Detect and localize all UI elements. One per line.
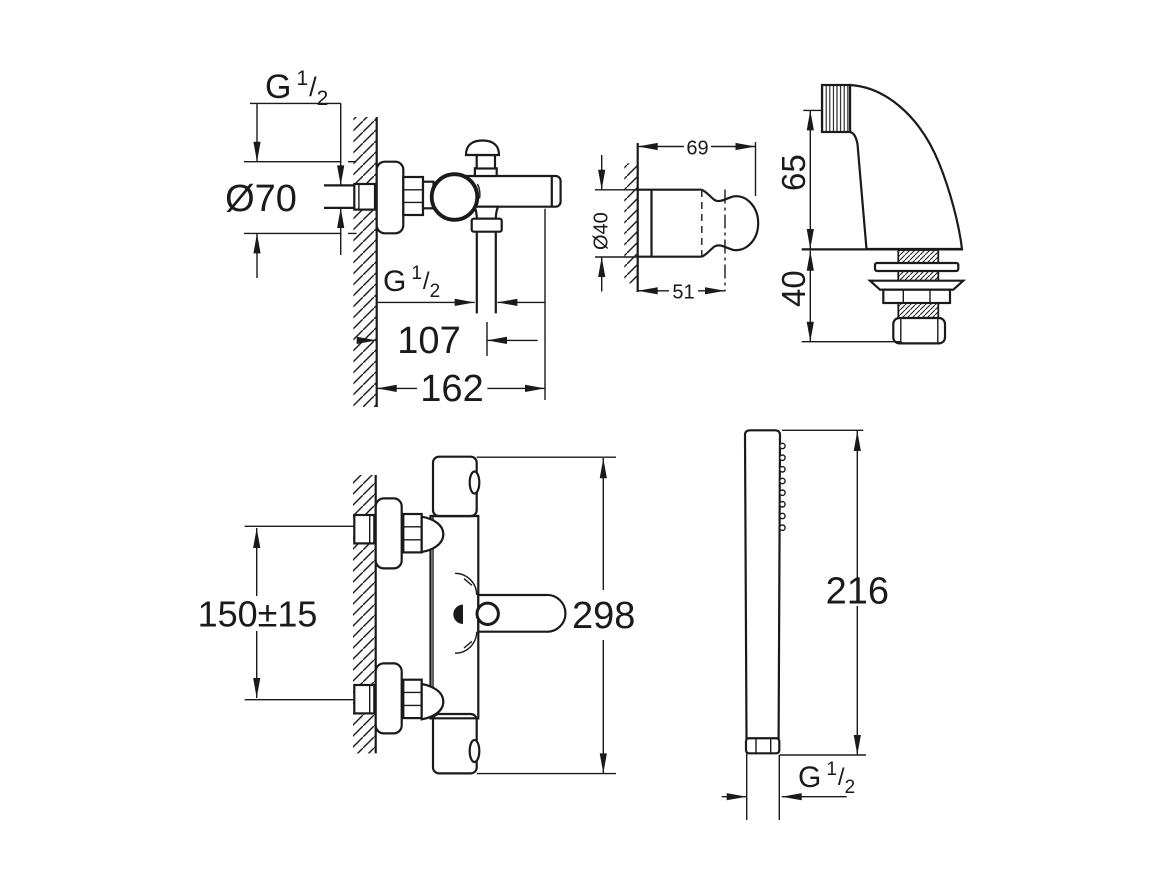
wall-hatching: [624, 163, 638, 284]
connection-centers-dimension: 150±15: [198, 594, 318, 635]
holder-diameter-label: Ø40: [591, 212, 613, 250]
diverter-cap: [464, 139, 501, 157]
dimension-lines: [721, 429, 866, 820]
escutcheon-diameter-label: Ø70: [225, 178, 297, 220]
spray-nozzle-dots: [779, 442, 786, 532]
bath-spout: [477, 593, 567, 633]
lower-hex-nut: [402, 678, 423, 720]
control-knob: [429, 172, 480, 222]
upper-supply-square: [353, 513, 376, 545]
supply-square-nut: [353, 182, 377, 211]
view-deck-union: 65 40: [775, 83, 967, 345]
supply-pipe-stub: [324, 184, 355, 209]
holder-knob-profile: [701, 188, 760, 258]
mounting-hex-nut: [892, 316, 947, 345]
hose-thread-nozzle: [820, 83, 852, 134]
upper-union-cone: [420, 515, 445, 554]
spout-root-fillets: [454, 572, 478, 654]
hose-nut: [470, 217, 503, 233]
knob-blend-arc: [476, 183, 481, 199]
union-hex-facets: [403, 189, 423, 204]
base-flange: [867, 279, 967, 291]
upper-hex-facets: [403, 526, 422, 541]
connector-hex-facets: [755, 738, 772, 754]
dimension-lines: [244, 456, 616, 775]
hand-shower-handle: [743, 429, 782, 740]
dimension-lines: [595, 142, 757, 292]
wall-hatching: [353, 475, 376, 754]
washer: [873, 261, 960, 273]
outlet-slot: [453, 604, 463, 624]
union-hex-nut: [402, 175, 425, 217]
view-shower-holder: 69 Ø40 51: [591, 138, 760, 304]
flange-hex-facets: [902, 289, 931, 303]
diverter-ring: [475, 601, 500, 626]
eco-stop-button: [468, 738, 481, 764]
lower-escutcheon: [374, 662, 403, 735]
connector-hex-nut: [744, 737, 781, 755]
lower-hex-facets: [403, 691, 422, 707]
union-body: [848, 83, 964, 251]
shower-hose: [475, 231, 497, 314]
wall-hatching: [353, 117, 377, 407]
shower-outlet-stub: [473, 205, 500, 220]
holder-length-dimension: 51: [672, 282, 694, 304]
handle-joint-lines: [430, 514, 479, 720]
upper-hex-nut: [402, 512, 423, 554]
dimension-lines: [801, 109, 902, 343]
below-deck-dimension: 40: [775, 270, 812, 307]
dimension-arrows: [598, 142, 756, 295]
wall-to-spout-dimension: 162: [420, 368, 483, 410]
safety-stop-button: [468, 470, 481, 495]
holder-depth-dimension: 69: [686, 138, 708, 160]
dimension-lines: [244, 102, 546, 400]
holder-body: [637, 188, 702, 258]
escutcheon-plate: [375, 160, 405, 235]
wall-to-hose-dimension: 107: [397, 320, 460, 362]
flange-hex-band: [882, 288, 952, 305]
upper-escutcheon: [374, 497, 403, 570]
shower-length-dimension: 216: [826, 571, 889, 613]
overall-height-dimension: 298: [572, 595, 635, 637]
view-thermostat-front: 150±15 298: [198, 455, 635, 775]
diverter-stem: [475, 153, 497, 170]
height-above-deck-dimension: 65: [775, 154, 812, 191]
lower-union-cone: [420, 682, 445, 721]
mounting-nut-facets: [900, 318, 939, 343]
lower-supply-square: [353, 683, 376, 715]
